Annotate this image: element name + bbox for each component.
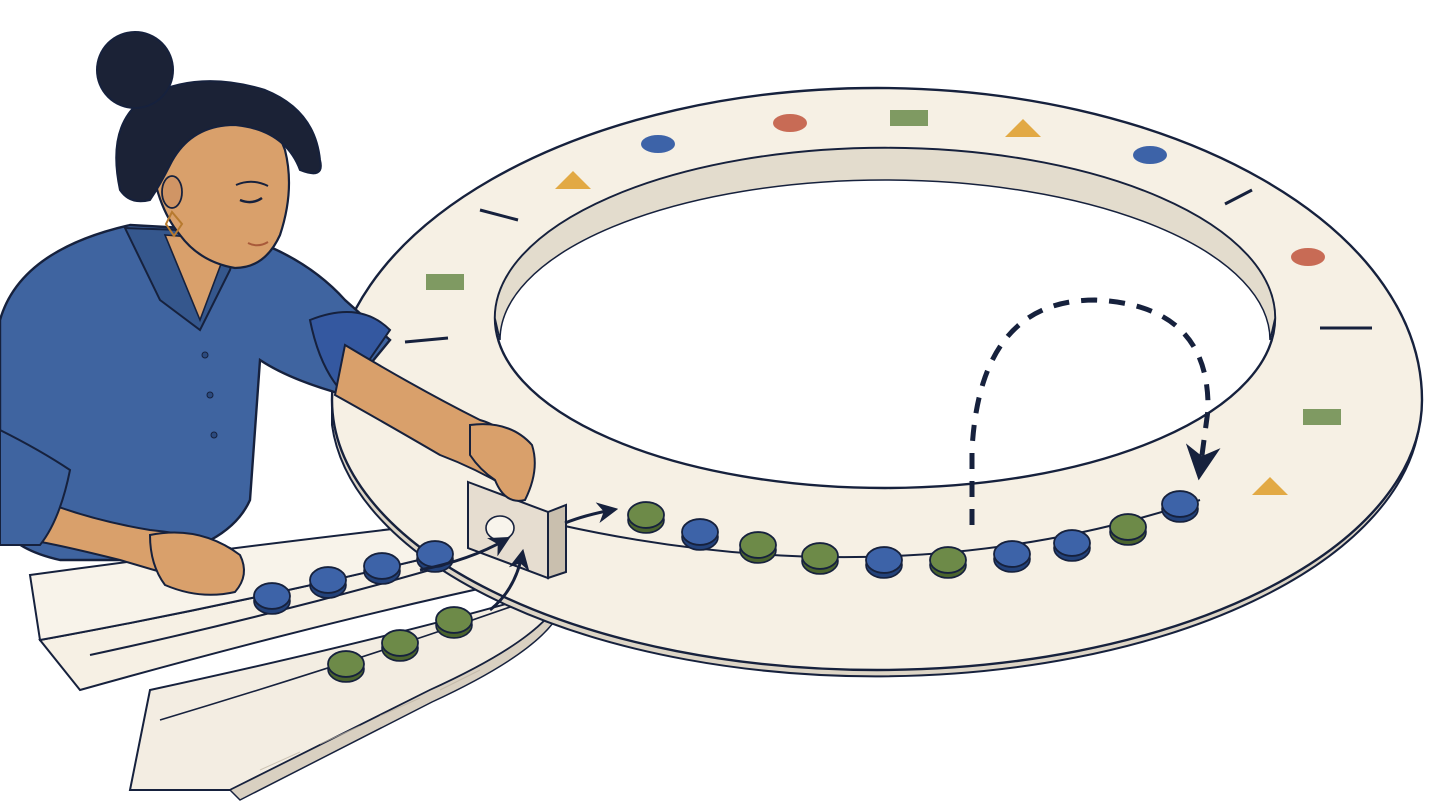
ring-token-green bbox=[627, 501, 665, 534]
ring-token-green bbox=[739, 531, 777, 564]
ring-token-blue bbox=[993, 540, 1031, 573]
ring-marker-triangle bbox=[1005, 119, 1041, 137]
lane-token-green bbox=[327, 650, 365, 683]
ring-marker-circle bbox=[773, 114, 807, 132]
ring-token-green bbox=[801, 542, 839, 575]
lane-token-green bbox=[435, 606, 473, 639]
ring-marker-square bbox=[890, 110, 928, 126]
lane-token-green bbox=[381, 629, 419, 662]
ring-marker-circle bbox=[1291, 248, 1325, 266]
ring-marker-square bbox=[1303, 409, 1341, 425]
ring-marker-circle bbox=[1133, 146, 1167, 164]
top-lane-tokens bbox=[253, 540, 454, 615]
ring-marker-circle bbox=[641, 135, 675, 153]
ring-token-blue bbox=[865, 546, 903, 579]
eye bbox=[239, 196, 263, 204]
lane-token-blue bbox=[416, 540, 454, 573]
ring-token-blue bbox=[681, 518, 719, 551]
gate-opening bbox=[485, 515, 515, 541]
ring-tokens bbox=[627, 490, 1199, 579]
bottom-lane-tokens bbox=[327, 606, 473, 683]
earring bbox=[164, 210, 184, 238]
ring-marker-triangle bbox=[1252, 477, 1288, 495]
shirt bbox=[0, 223, 392, 562]
ring-token-blue bbox=[1161, 490, 1199, 523]
dashed-loop-arrow-icon bbox=[969, 297, 1221, 525]
mouth bbox=[247, 241, 269, 247]
ring-marker-tick bbox=[1224, 188, 1253, 206]
ring-token-green bbox=[1109, 513, 1147, 546]
ring-marker-tick bbox=[479, 208, 519, 222]
gate-side bbox=[547, 503, 567, 580]
arrows bbox=[419, 297, 1221, 612]
left-hand bbox=[148, 531, 245, 596]
left-sleeve bbox=[0, 428, 72, 546]
lane-token-blue bbox=[363, 552, 401, 585]
ring-token-green bbox=[929, 546, 967, 579]
ring-marker-triangle bbox=[555, 171, 591, 189]
lane-token-blue bbox=[253, 582, 291, 615]
ring-marker-tick bbox=[404, 336, 449, 344]
right-hand bbox=[469, 423, 536, 502]
ring-inner-wall bbox=[494, 147, 1276, 341]
lane-token-blue bbox=[309, 566, 347, 599]
ring-markers bbox=[404, 110, 1372, 495]
hair-bun bbox=[96, 31, 174, 109]
merge-arrow-lower-icon bbox=[489, 548, 530, 612]
ring-token-blue bbox=[1053, 529, 1091, 562]
merge-arrow-icon bbox=[419, 536, 511, 572]
ring-marker-square bbox=[426, 274, 464, 290]
exit-arrow-icon bbox=[564, 502, 619, 525]
woman-figure bbox=[0, 31, 536, 596]
ear bbox=[161, 175, 183, 209]
ring-board bbox=[330, 86, 1424, 678]
eyebrow bbox=[235, 180, 269, 187]
